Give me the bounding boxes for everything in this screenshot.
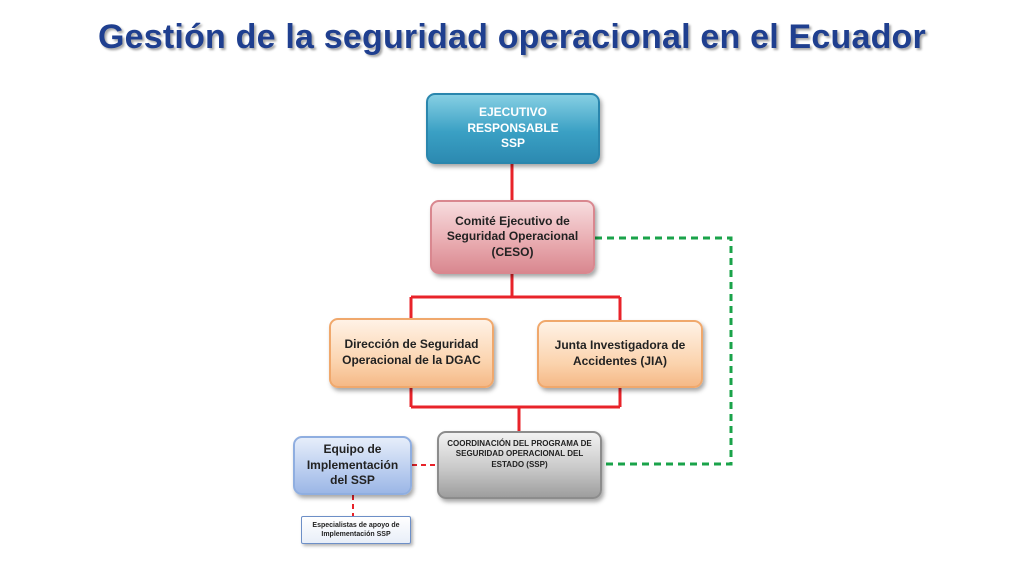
node-especialistas-apoyo: Especialistas de apoyo de Implementación… [301,516,411,544]
node-coordinacion-ssp: COORDINACIÓN DEL PROGRAMA DE SEGURIDAD O… [437,431,602,499]
page-title: Gestión de la seguridad operacional en e… [98,18,926,56]
node-direccion-label: Dirección de Seguridad Operacional de la… [342,337,481,367]
connector-comite-coordinacion-dashed [595,236,733,466]
node-especialistas-label: Especialistas de apoyo de Implementación… [312,521,400,538]
node-junta-label: Junta Investigadora de Accidentes (JIA) [554,338,686,368]
node-comite-label: Comité Ejecutivo de Seguridad Operaciona… [446,213,579,259]
node-ejecutivo-label: EJECUTIVO RESPONSABLE SSP [467,105,559,151]
node-ejecutivo-responsable: EJECUTIVO RESPONSABLE SSP [426,93,600,164]
node-direccion-seguridad: Dirección de Seguridad Operacional de la… [329,318,494,388]
node-junta-investigadora: Junta Investigadora de Accidentes (JIA) [537,320,703,388]
node-comite-ejecutivo: Comité Ejecutivo de Seguridad Operaciona… [430,200,595,274]
node-equipo-label: Equipo de Implementación del SSP [306,442,399,488]
node-equipo-implementacion: Equipo de Implementación del SSP [293,436,412,495]
node-coordinacion-label: COORDINACIÓN DEL PROGRAMA DE SEGURIDAD O… [447,439,592,469]
